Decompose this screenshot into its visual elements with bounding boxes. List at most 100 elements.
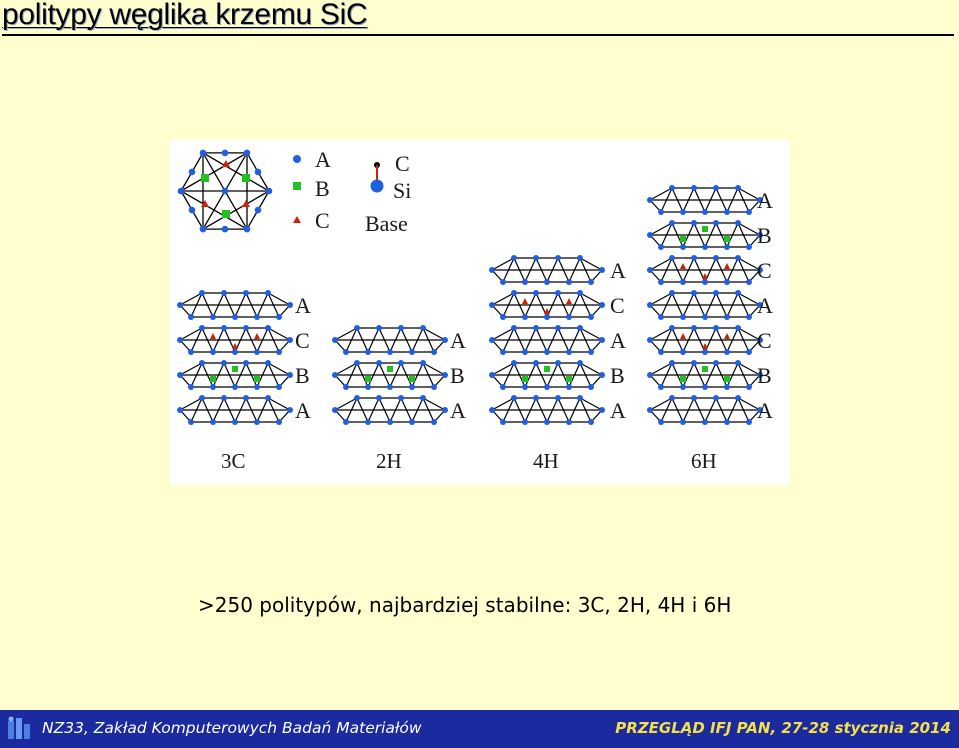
- footer-bar: NZ33, Zakład Komputerowych Badań Materia…: [0, 710, 959, 748]
- layer-slab: [649, 397, 761, 423]
- layer-slab: [491, 257, 603, 283]
- layer-atoms: [647, 185, 763, 215]
- footer-affiliation: NZ33, Zakład Komputerowych Badań Materia…: [42, 719, 422, 737]
- site-a-atom: [254, 206, 262, 214]
- site-a-atom: [221, 149, 229, 157]
- site-c-marker: [293, 216, 301, 223]
- site-a-atom: [254, 168, 262, 176]
- layer-atoms: [647, 360, 763, 390]
- stack-layer-label: A: [295, 293, 311, 318]
- site-a-atom: [199, 149, 207, 157]
- base-label: Base: [365, 211, 408, 236]
- stack-layer-label: B: [295, 363, 310, 388]
- layer-slab: [649, 327, 761, 353]
- site-a-atom: [265, 187, 273, 195]
- layer-slab: [334, 327, 446, 353]
- layer-slab: [179, 292, 291, 318]
- silicon-atom-icon: [370, 179, 384, 193]
- site-a-atom: [199, 225, 207, 233]
- layer-atoms: [647, 395, 763, 425]
- site-a-atom: [188, 168, 196, 176]
- stack-layer-label: C: [610, 293, 625, 318]
- layer-slab: [491, 327, 603, 353]
- stack-layer-label: A: [757, 188, 773, 213]
- site-b-marker: [293, 182, 301, 190]
- layer-atoms: [647, 220, 763, 250]
- polytype-caption: >250 politypów, najbardziej stabilne: 3C…: [198, 593, 732, 617]
- layer-atoms: [332, 325, 448, 355]
- stack-layer-label: A: [757, 398, 773, 423]
- stack-layer-label: C: [295, 328, 310, 353]
- layer-atoms: [647, 255, 763, 285]
- base-legend: C Si Base: [365, 151, 411, 236]
- polytype-name: 3C: [221, 449, 246, 473]
- site-c-atom: [201, 200, 209, 207]
- hexagon-legend: [177, 149, 273, 233]
- layer-slab: [334, 397, 446, 423]
- layer-slab: [649, 222, 761, 248]
- stack-layer-label: A: [757, 293, 773, 318]
- layer-atoms: [489, 395, 605, 425]
- layer-slab: [179, 397, 291, 423]
- layer-atoms: [489, 290, 605, 320]
- site-a-atom: [243, 149, 251, 157]
- layer-slab: [334, 362, 446, 388]
- site-a-atom: [243, 225, 251, 233]
- polytype-name: 2H: [376, 449, 402, 473]
- site-a-atom: [177, 187, 185, 195]
- slide-title-bar: politypy węglika krzemu SiC: [2, 0, 954, 36]
- stack-layer-label: B: [757, 223, 772, 248]
- stack-layer-label: A: [610, 398, 626, 423]
- layer-atoms: [647, 325, 763, 355]
- stack-layer-label: A: [450, 328, 466, 353]
- polytype-name: 4H: [533, 449, 559, 473]
- layer-atoms: [489, 325, 605, 355]
- slide-title: politypy węglika krzemu SiC: [2, 0, 368, 31]
- layer-atoms: [177, 290, 293, 320]
- polytype-name: 6H: [691, 449, 717, 473]
- site-a-label: A: [315, 147, 331, 172]
- silicon-label: Si: [393, 178, 411, 203]
- site-c-label: C: [315, 208, 330, 233]
- layer-atoms: [177, 325, 293, 355]
- layer-slab: [491, 397, 603, 423]
- layer-slab: [649, 362, 761, 388]
- site-a-marker: [293, 155, 301, 163]
- stack-layer-label: B: [757, 363, 772, 388]
- site-a-atom: [221, 187, 229, 195]
- stack-layer-label: B: [450, 363, 465, 388]
- stack-layer-label: A: [450, 398, 466, 423]
- institute-logo-icon: [8, 716, 30, 739]
- layer-atoms: [177, 360, 293, 390]
- layer-atoms: [647, 290, 763, 320]
- stack-layer-label: C: [757, 258, 772, 283]
- stack-layer-label: B: [610, 363, 625, 388]
- carbon-label: C: [395, 151, 410, 176]
- site-a-atom: [221, 225, 229, 233]
- site-c-atom: [242, 200, 250, 207]
- site-a-atom: [188, 206, 196, 214]
- site-c-atom: [222, 160, 230, 167]
- layer-slab: [649, 187, 761, 213]
- site-legend: A B C: [293, 147, 331, 233]
- stack-layer-label: C: [757, 328, 772, 353]
- layer-slab: [491, 362, 603, 388]
- site-b-atom: [242, 174, 250, 182]
- stack-layer-label: A: [610, 328, 626, 353]
- site-b-label: B: [315, 176, 330, 201]
- layer-slab: [649, 292, 761, 318]
- layer-atoms: [489, 360, 605, 390]
- layer-atoms: [332, 360, 448, 390]
- stack-2h: ABA 2H: [332, 325, 466, 473]
- layer-atoms: [489, 255, 605, 285]
- layer-slab: [179, 327, 291, 353]
- polytype-diagram: A B C C Si Base ACBA3CABA2HACABA4HABCACB…: [170, 140, 790, 485]
- footer-event: PRZEGLĄD IFJ PAN, 27-28 stycznia 2014: [615, 719, 951, 737]
- site-b-atom: [201, 174, 209, 182]
- site-b-atom: [222, 210, 230, 218]
- stack-layer-label: A: [610, 258, 626, 283]
- layer-atoms: [177, 395, 293, 425]
